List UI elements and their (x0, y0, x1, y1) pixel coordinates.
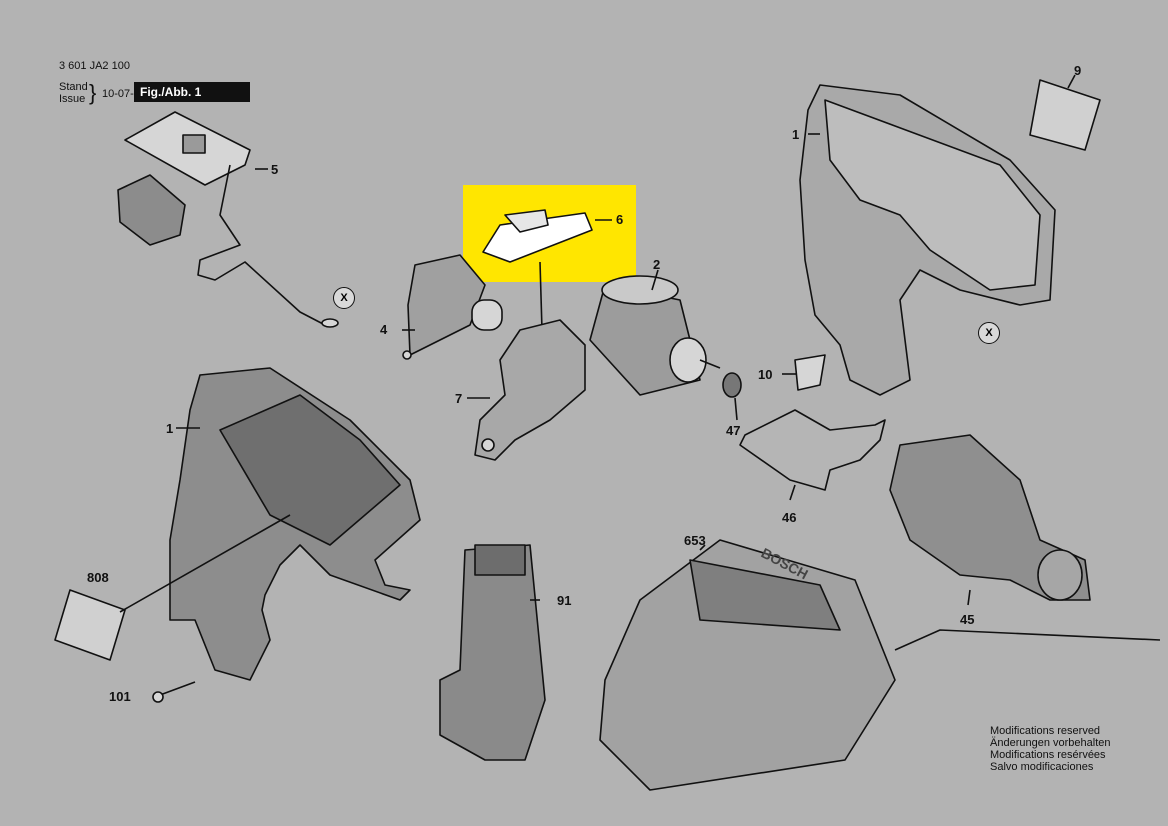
clip (794, 354, 826, 391)
note-line: Salvo modificaciones (990, 761, 1094, 773)
rail (739, 409, 886, 491)
label-plate-808 (54, 589, 126, 661)
gearbox-chuck (889, 434, 1091, 601)
battery (439, 544, 546, 761)
part-label-45[interactable]: 45 (960, 612, 975, 627)
part-label-101[interactable]: 101 (109, 689, 131, 704)
housing-half-top (799, 84, 1056, 396)
pinion (722, 372, 742, 398)
figure-badge: Fig./Abb. 1 (134, 82, 250, 102)
connector-x-marker[interactable]: X (333, 287, 355, 309)
note-line: Modifications reserved (990, 725, 1101, 737)
part-label-91[interactable]: 91 (557, 593, 572, 608)
label-plate-9 (1029, 79, 1101, 151)
brace: } (89, 80, 97, 105)
part-label-46[interactable]: 46 (782, 510, 797, 525)
screw (152, 681, 196, 703)
slide-cover (482, 209, 593, 263)
part-label-9[interactable]: 9 (1074, 63, 1082, 78)
part-label-10[interactable]: 10 (758, 367, 773, 382)
part-label-653[interactable]: 653 (684, 533, 706, 548)
switch (402, 254, 503, 360)
tool-housing (169, 367, 421, 681)
connector-x-marker[interactable]: X (978, 322, 1000, 344)
issue-label: Issue (59, 93, 86, 105)
document-number: 3 601 JA2 100 (59, 60, 130, 72)
charger: BOSCH (599, 539, 1161, 791)
part-label-1-top[interactable]: 1 (792, 127, 800, 142)
part-label-1-bottom[interactable]: 1 (166, 421, 174, 436)
motor (589, 275, 721, 396)
modifications-note: Modifications reserved Änderungen vorbeh… (990, 725, 1110, 773)
stand-label: Stand (59, 81, 88, 93)
part-label-5[interactable]: 5 (271, 162, 279, 177)
note-line: Änderungen vorbehalten (990, 737, 1111, 749)
part-label-4[interactable]: 4 (380, 322, 388, 337)
bracket (474, 319, 586, 461)
note-line: Modifications resérvées (990, 749, 1106, 761)
part-label-2[interactable]: 2 (653, 257, 661, 272)
part-label-7[interactable]: 7 (455, 391, 463, 406)
part-label-47[interactable]: 47 (726, 423, 741, 438)
electronic-module (117, 111, 339, 328)
part-label-6[interactable]: 6 (616, 212, 624, 227)
part-label-808[interactable]: 808 (87, 570, 109, 585)
